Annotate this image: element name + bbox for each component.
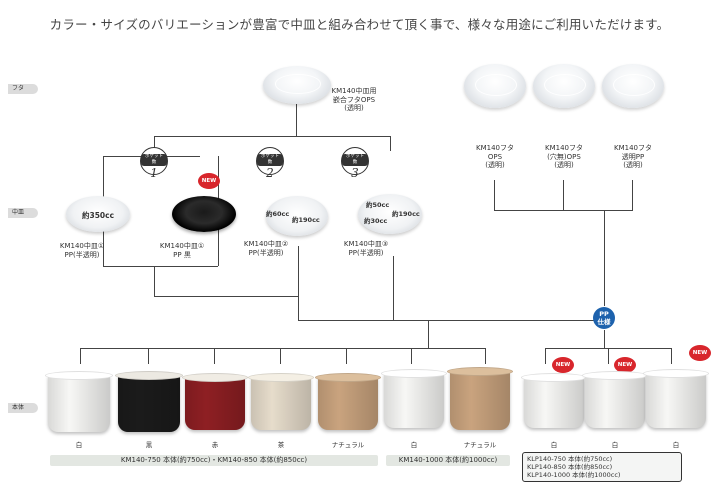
plate-2-volume-a: 約60cc (266, 210, 290, 218)
bowl-rim (248, 373, 314, 382)
right-lid-image-3 (602, 64, 664, 108)
bowl-rim (381, 369, 447, 378)
bowl-color-label: 黒 (145, 441, 153, 449)
bowl-rim (115, 371, 183, 380)
bowl-image (381, 369, 447, 428)
right-lid-image-1 (464, 64, 526, 108)
new-badge-bowl-10: NEW (689, 345, 711, 361)
bowl-color-label: 白 (550, 441, 558, 449)
bowl-rim (447, 367, 513, 376)
side-tag-plate: 中皿 (8, 208, 38, 218)
side-tag-body: 本体 (8, 403, 38, 413)
bowl-image (643, 369, 709, 428)
plate-caption-2: KM140中皿② PP(半透明) (243, 240, 289, 257)
plate-image-3 (358, 194, 422, 234)
pocket-count-3-icon: ポケット数 3 (341, 147, 369, 180)
bowl-image (115, 371, 183, 432)
bowl-color-label: 白 (75, 441, 83, 449)
bowl-rim (45, 371, 113, 380)
right-lid-image-2 (533, 64, 595, 108)
plate-3-volume-b: 約190cc (392, 210, 420, 218)
right-lid-caption-1: KM140フタ OPS (透明) (476, 144, 514, 169)
plate-image-1 (66, 196, 130, 232)
new-badge-bowl-9: NEW (614, 357, 636, 373)
plate-1-volume: 約350cc (82, 211, 115, 220)
plate-caption-1: KM140中皿① PP(半透明) (59, 242, 105, 259)
right-lid-caption-3: KM140フタ 透明PP (透明) (614, 144, 652, 169)
pocket-count-2-icon: ポケット数 2 (256, 147, 284, 180)
bowl-rim (643, 369, 709, 378)
bowl-color-label: ナチュラル (331, 441, 365, 449)
pp-spec-badge: PP 仕様 (593, 307, 615, 329)
plate-3-volume-c: 約30cc (364, 217, 388, 225)
bowl-rim (521, 373, 587, 382)
plate-3-volume-a: 約50cc (366, 201, 390, 209)
bowl-color-label: 赤 (211, 441, 219, 449)
bowl-color-label: 白 (672, 441, 680, 449)
bowl-color-label: ナチュラル (463, 441, 497, 449)
page-headline: カラー・サイズのバリエーションが豊富で中皿と組み合わせて頂く事で、様々な用途にご… (49, 17, 670, 32)
plate-caption-3: KM140中皿③ PP(半透明) (343, 240, 389, 257)
bowl-rim (315, 373, 381, 382)
bowl-image (521, 373, 587, 428)
bowl-color-label: 白 (611, 441, 619, 449)
bowl-rim (182, 373, 248, 382)
bowl-image (582, 371, 648, 428)
product-bar-750-850: KM140-750 本体(約750cc)・KM140-850 本体(約850cc… (50, 455, 378, 466)
bowl-color-label: 茶 (277, 441, 285, 449)
plate-2-volume-b: 約190cc (292, 216, 320, 224)
new-badge-bowl-8: NEW (552, 357, 574, 373)
product-bar-1000: KM140-1000 本体(約1000cc) (386, 455, 510, 466)
top-lid-caption: KM140中皿用 嵌合フタOPS (透明) (331, 87, 377, 112)
bowl-image (315, 373, 381, 430)
bowl-image (45, 371, 113, 432)
bowl-image (447, 367, 513, 430)
right-lid-caption-2: KM140フタ (穴無)OPS (透明) (545, 144, 583, 169)
top-lid-image (263, 66, 331, 104)
klp-product-box: KLP140-750 本体(約750cc) KLP140-850 本体(約850… (522, 452, 682, 482)
bowl-color-label: 白 (410, 441, 418, 449)
plate-image-black (172, 196, 236, 232)
side-tag-lid: フタ (8, 84, 38, 94)
new-badge: NEW (198, 173, 220, 189)
plate-image-2 (266, 196, 328, 236)
pocket-count-1-icon: ポケット数 1 (140, 147, 168, 180)
bowl-image (248, 373, 314, 430)
plate-caption-black: KM140中皿① PP 黒 (159, 242, 205, 259)
bowl-rim (582, 371, 648, 380)
bowl-image (182, 373, 248, 430)
